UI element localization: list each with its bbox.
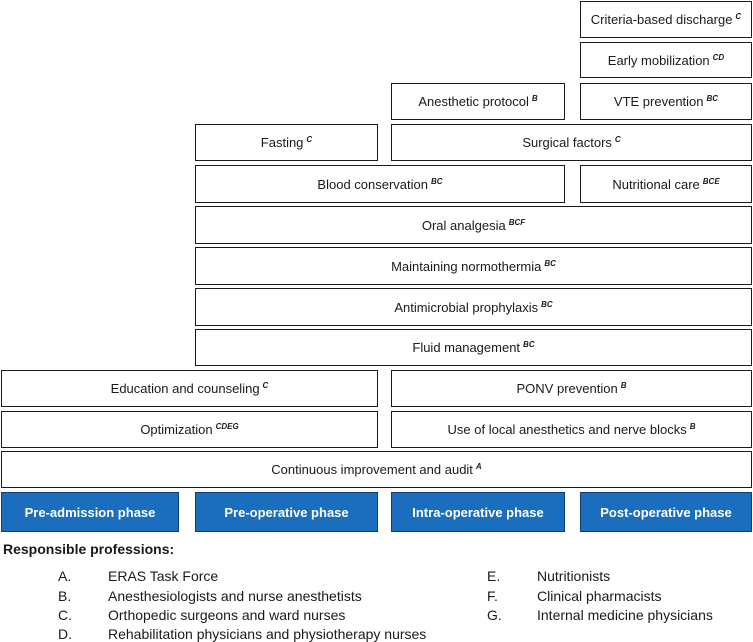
box-label: Optimization [140, 422, 213, 437]
legend-item-e: E. Nutritionists [487, 568, 610, 584]
box-sup: BC [523, 340, 535, 349]
box-label: PONV prevention [516, 381, 618, 396]
box-sup: C [262, 381, 269, 390]
legend-item-a: A. ERAS Task Force [58, 568, 218, 584]
box-label: Antimicrobial prophylaxis [394, 299, 539, 315]
box-sup: B [689, 422, 696, 431]
box-label: Nutritional care [612, 176, 700, 192]
box-local-anesthetics: Use of local anesthetics and nerve block… [391, 411, 752, 448]
box-label: Surgical factors [522, 135, 612, 150]
legend-text: ERAS Task Force [108, 568, 219, 584]
box-label: Criteria-based discharge [590, 12, 733, 27]
box-label: VTE prevention [613, 94, 704, 109]
legend-letter: D. [58, 626, 72, 642]
phase-label: Post-operative phase [600, 504, 732, 520]
phase-label: Intra-operative phase [412, 504, 544, 520]
box-label: Use of local anesthetics and nerve block… [447, 422, 687, 437]
box-sup: BC [706, 94, 719, 103]
box-sup: CD [712, 52, 725, 62]
box-sup: CDEG [215, 422, 239, 431]
legend-item-d: D. Rehabilitation physicians and physioth… [58, 626, 426, 642]
legend-letter: B. [58, 588, 72, 604]
legend-item-c: C. Orthopedic surgeons and ward nurses [58, 607, 345, 623]
legend-text: Rehabilitation physicians and physiother… [108, 626, 427, 642]
box-label: Continuous improvement and audit [271, 462, 473, 477]
legend-letter: G. [487, 607, 502, 623]
box-label: Early mobilization [607, 52, 710, 68]
box-sup: B [531, 94, 538, 103]
phase-pre-admission: Pre-admission phase [1, 492, 179, 532]
legend-letter: A. [58, 568, 72, 584]
box-sup: BC [541, 299, 553, 309]
box-sup: A [475, 462, 482, 471]
box-sup: B [620, 381, 627, 390]
box-sup: BC [544, 258, 556, 268]
box-label: Blood conservation [317, 176, 428, 192]
legend-text: Internal medicine physicians [537, 607, 713, 623]
box-sup: BCF [508, 217, 526, 227]
phase-label: Pre-operative phase [224, 504, 349, 520]
legend-title: Responsible professions: [3, 541, 175, 557]
legend-text: Nutritionists [537, 568, 611, 584]
legend-letter: C. [58, 607, 72, 623]
legend-item-b: B. Anesthesiologists and nurse anesthetis… [58, 588, 362, 604]
legend-text: Orthopedic surgeons and ward nurses [108, 607, 346, 623]
legend-item-f: F. Clinical pharmacists [487, 588, 661, 604]
box-sup: C [306, 135, 313, 144]
legend-letter: E. [487, 568, 501, 584]
phase-label: Pre-admission phase [24, 504, 156, 520]
legend-item-g: G. Internal medicine physicians [487, 607, 713, 623]
legend-text: Anesthesiologists and nurse anesthetists [108, 588, 362, 604]
box-label: Fasting [260, 135, 304, 150]
legend-letter: F. [487, 588, 498, 604]
box-sup: BC [431, 176, 443, 186]
box-label: Maintaining normothermia [391, 258, 542, 274]
box-sup: BCE [702, 176, 720, 186]
phase-post-operative: Post-operative phase [580, 492, 752, 532]
box-label: Education and counseling [110, 381, 260, 396]
box-label: Fluid management [412, 340, 521, 355]
box-sup: C [614, 135, 621, 144]
box-sup: C [735, 12, 742, 21]
box-label: Oral analgesia [421, 217, 506, 233]
phase-intra-operative: Intra-operative phase [391, 492, 565, 532]
phase-pre-operative: Pre-operative phase [195, 492, 378, 532]
box-label: Anesthetic protocol [418, 94, 529, 109]
legend-text: Clinical pharmacists [537, 588, 662, 604]
